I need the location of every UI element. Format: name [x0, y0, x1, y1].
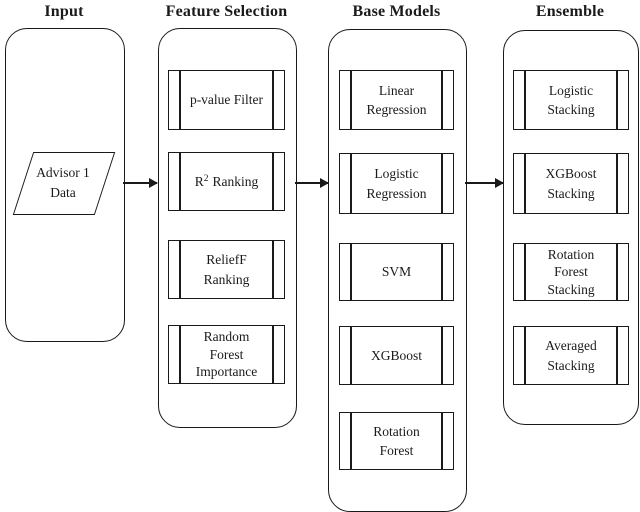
process-box-label: Random Forest Importance	[195, 329, 258, 380]
process-box-xgboost-stacking: XGBoost Stacking	[513, 153, 629, 214]
process-box-rotation-forest-stacking: Rotation Forest Stacking	[513, 243, 629, 301]
process-box-label: Linear Regression	[366, 82, 427, 117]
process-box-label: Logistic Regression	[366, 166, 427, 201]
process-box-rotation-forest: Rotation Forest	[339, 412, 454, 470]
process-box-label: p-value Filter	[189, 92, 264, 108]
process-box-averaged-stacking: Averaged Stacking	[513, 326, 629, 385]
column-header-feature-selection: Feature Selection	[165, 3, 288, 20]
process-box-label: Logistic Stacking	[547, 82, 595, 117]
process-box-svm: SVM	[339, 243, 454, 301]
arrow-input-to-feature-selection-icon	[123, 178, 158, 187]
input-data-label: Advisor 1 Data	[36, 165, 90, 200]
column-header-input: Input	[44, 3, 84, 20]
process-box-p-value-filter: p-value Filter	[168, 70, 285, 130]
process-box-label: XGBoost Stacking	[545, 166, 597, 201]
process-box-logistic-stacking: Logistic Stacking	[513, 70, 629, 130]
process-box-label: Rotation Forest	[373, 423, 420, 458]
process-box-linear-regression: Linear Regression	[339, 70, 454, 130]
process-box-relieff-ranking: ReliefF Ranking	[168, 240, 285, 299]
arrow-feature-selection-to-base-models-icon	[295, 178, 329, 187]
process-box-label: SVM	[381, 264, 412, 280]
process-box-label: Rotation Forest Stacking	[547, 246, 595, 297]
column-header-ensemble: Ensemble	[535, 3, 605, 20]
process-box-label: ReliefF Ranking	[203, 252, 250, 287]
process-box-label: XGBoost	[370, 347, 422, 363]
process-box-xgboost: XGBoost	[339, 326, 454, 385]
column-header-base-models: Base Models	[352, 3, 441, 20]
process-box-random-forest-importance: Random Forest Importance	[168, 325, 285, 384]
arrow-base-models-to-ensemble-icon	[465, 178, 504, 187]
process-box-label: Averaged Stacking	[545, 338, 597, 373]
process-box-logistic-regression: Logistic Regression	[339, 153, 454, 214]
